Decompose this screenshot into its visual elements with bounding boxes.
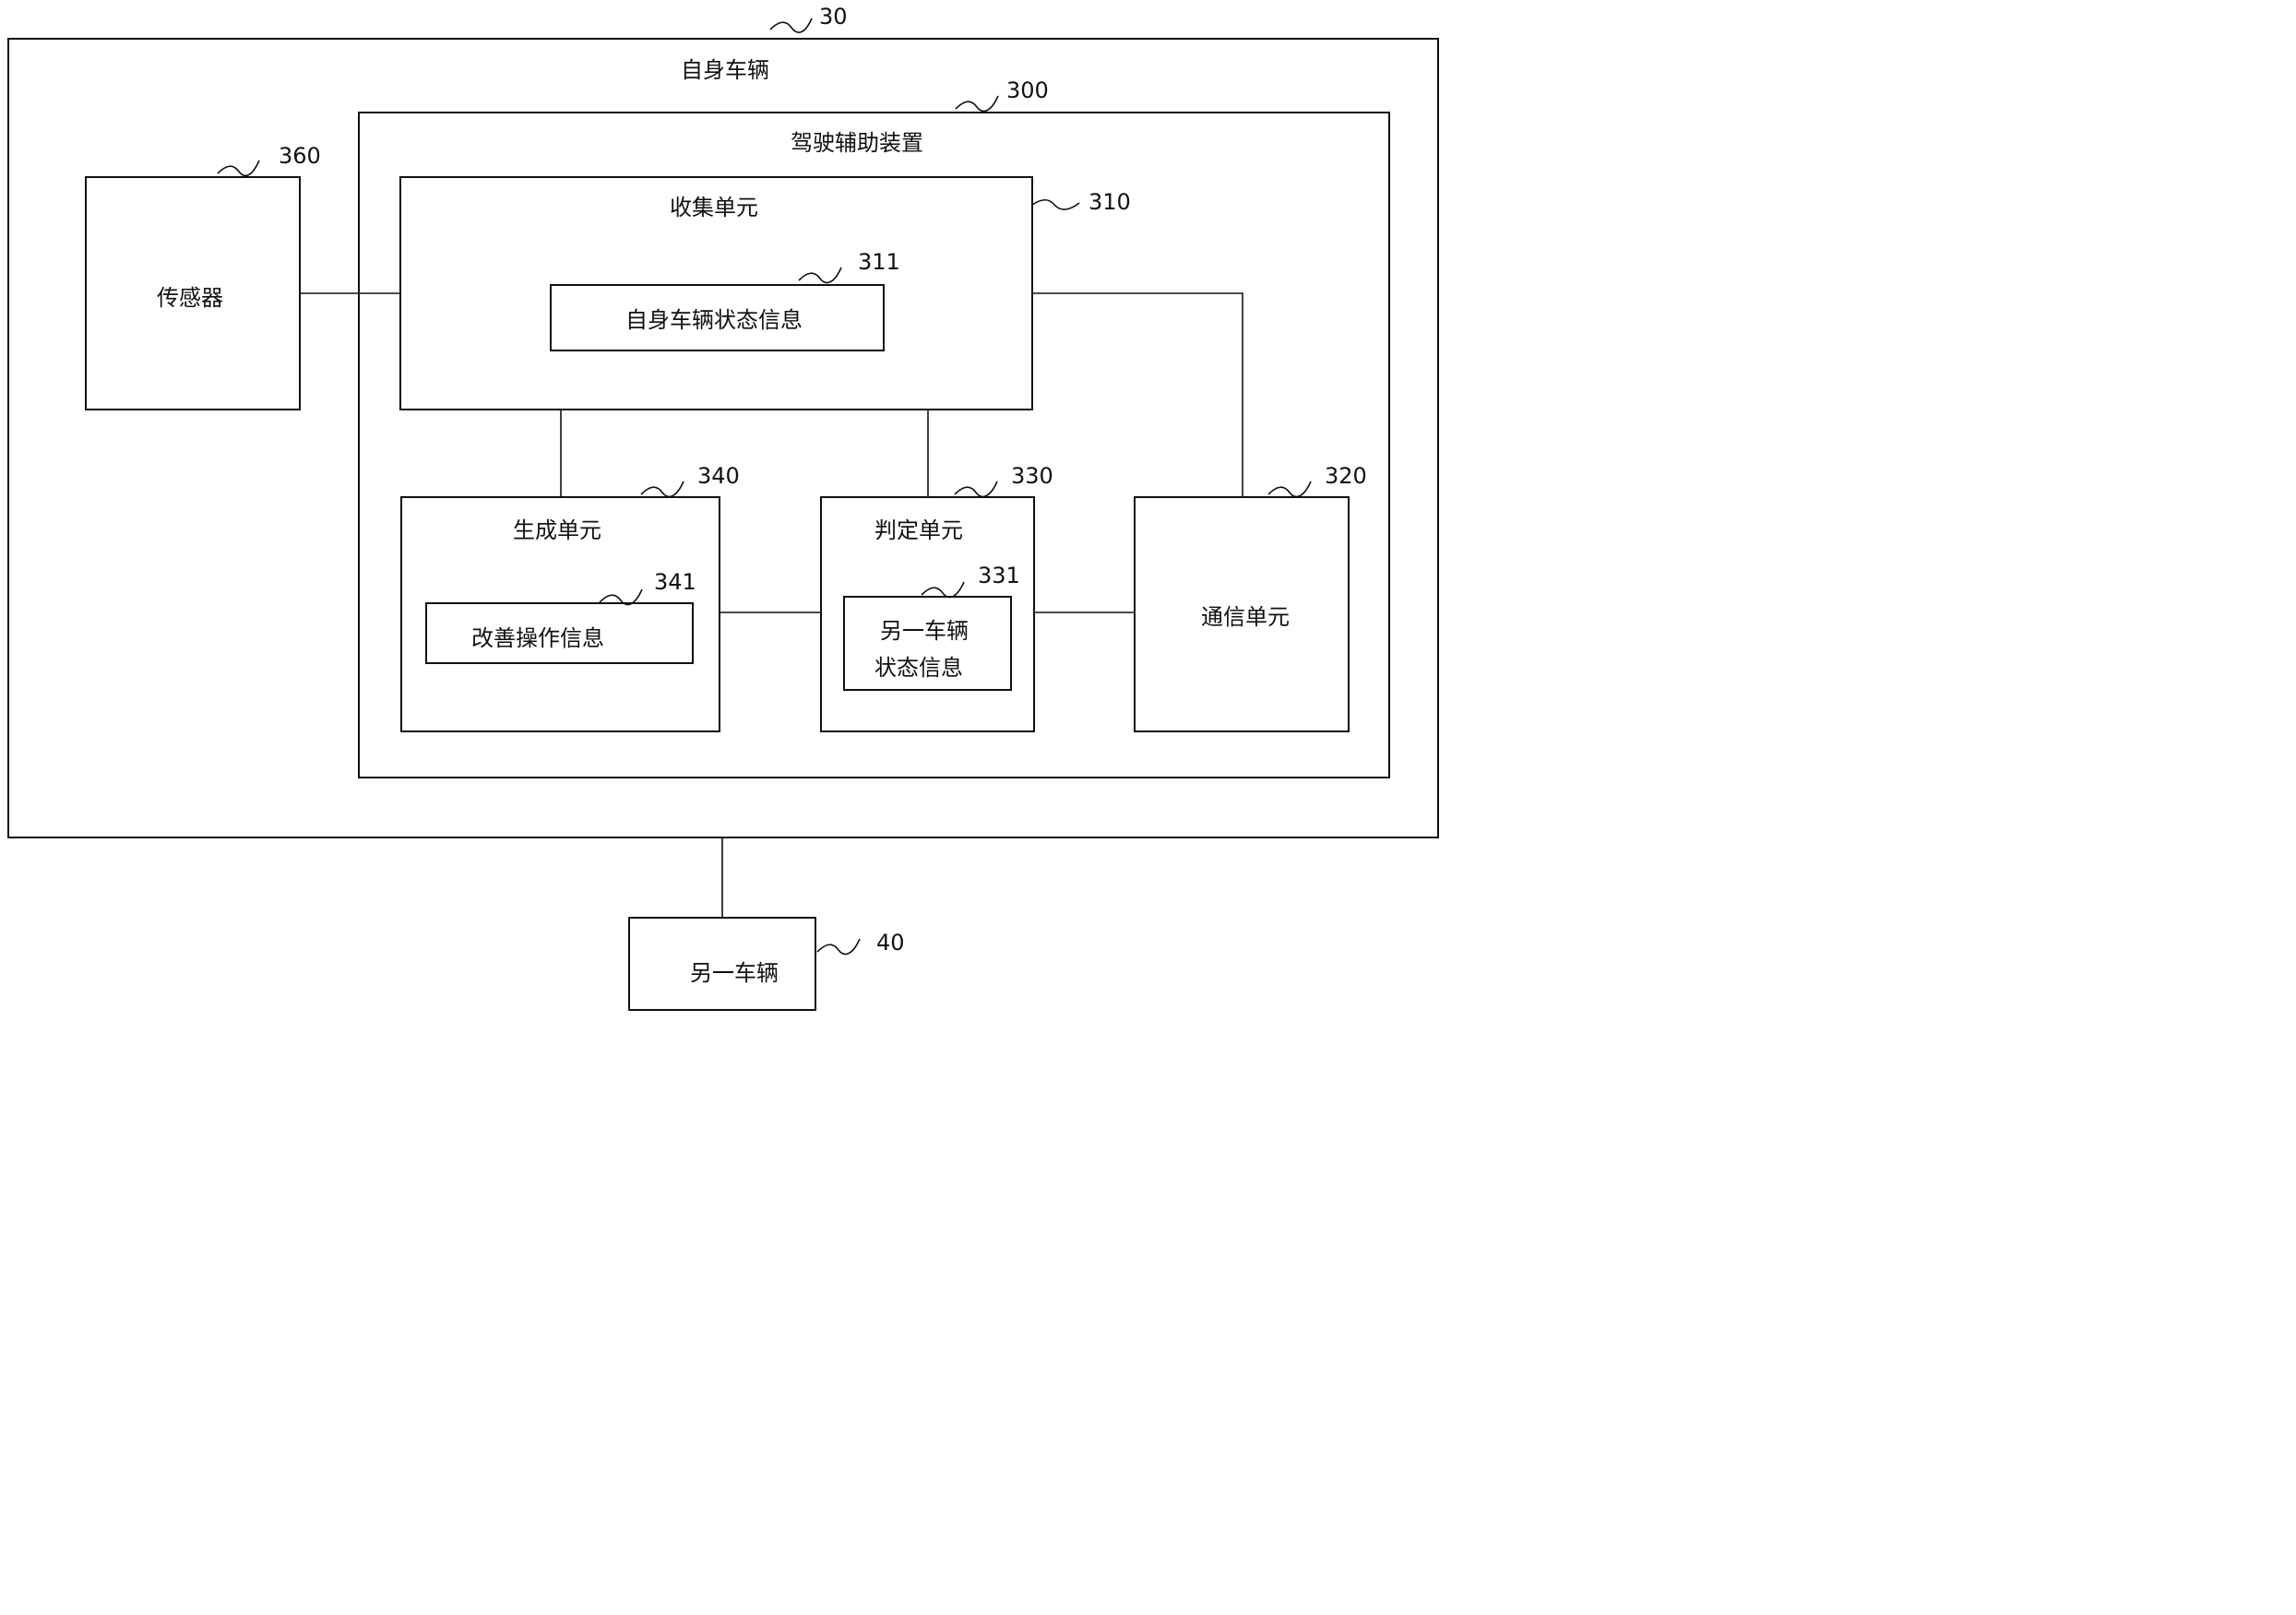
sensor-box xyxy=(85,176,301,410)
own-vehicle-box xyxy=(7,38,1439,838)
other-state-label-line2: 状态信息 xyxy=(874,655,963,681)
assist-device-box xyxy=(358,112,1390,778)
own-state-ref: 311 xyxy=(858,249,900,275)
connector-lines xyxy=(217,18,1312,956)
collect-unit-ref: 310 xyxy=(1089,189,1131,215)
generate-unit-box xyxy=(400,496,720,732)
leader-330 xyxy=(954,481,998,498)
comm-unit-box xyxy=(1134,496,1350,732)
generate-unit-ref: 340 xyxy=(697,463,740,489)
leader-341 xyxy=(599,588,643,606)
assist-device-ref: 300 xyxy=(1006,77,1049,103)
collect-unit-box xyxy=(399,176,1033,410)
other-vehicle-label: 另一车辆 xyxy=(690,960,779,986)
judge-unit-box xyxy=(820,496,1035,732)
judge-unit-ref: 330 xyxy=(1011,463,1053,489)
leader-310 xyxy=(1031,198,1080,210)
own-vehicle-title: 自身车辆 xyxy=(681,57,769,83)
leader-300 xyxy=(955,95,999,113)
other-state-label-line1: 另一车辆 xyxy=(880,618,969,644)
generate-unit-title: 生成单元 xyxy=(513,517,601,543)
assist-device-title: 驾驶辅助装置 xyxy=(791,130,923,156)
leader-331 xyxy=(921,581,965,599)
other-vehicle-ref: 40 xyxy=(876,930,905,956)
other-state-box xyxy=(843,596,1012,691)
sensor-ref: 360 xyxy=(279,143,321,169)
own-state-label: 自身车辆状态信息 xyxy=(625,307,803,333)
leader-320 xyxy=(1267,481,1312,498)
improve-info-ref: 341 xyxy=(654,569,696,595)
collect-comm-link xyxy=(1032,292,1243,498)
improve-info-label: 改善操作信息 xyxy=(471,625,604,651)
comm-unit-label: 通信单元 xyxy=(1201,604,1290,630)
other-state-ref: 331 xyxy=(978,563,1020,588)
leader-340 xyxy=(640,481,684,498)
own-state-box xyxy=(550,284,885,351)
leader-311 xyxy=(798,267,842,284)
leader-30 xyxy=(769,18,813,33)
sensor-label: 传感器 xyxy=(157,285,223,311)
collect-unit-title: 收集单元 xyxy=(670,195,758,220)
leader-40 xyxy=(816,938,861,956)
judge-unit-title: 判定单元 xyxy=(874,517,963,543)
comm-unit-ref: 320 xyxy=(1325,463,1367,489)
other-vehicle-box xyxy=(628,917,816,1011)
improve-info-box xyxy=(425,602,694,664)
leader-360 xyxy=(217,160,260,177)
own-vehicle-ref: 30 xyxy=(819,4,848,30)
